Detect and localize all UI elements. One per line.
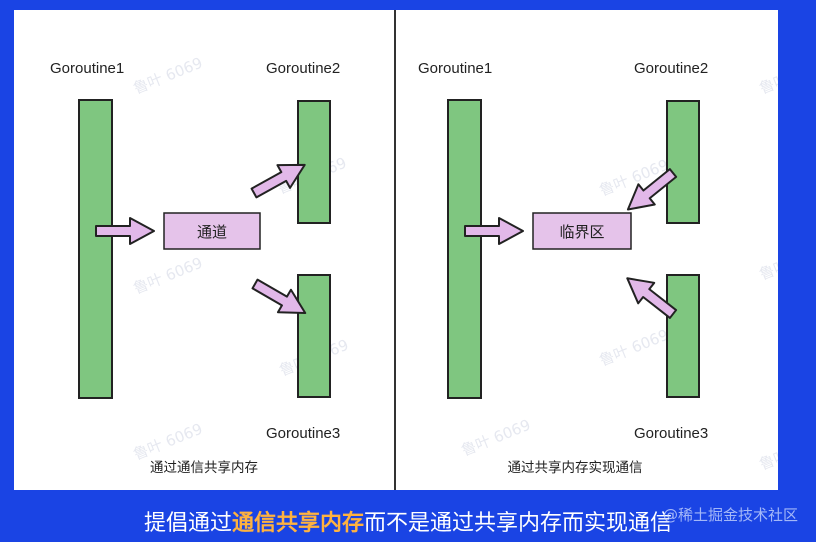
arrow-to-channel-icon <box>95 217 155 245</box>
arrow-from-goroutine2-icon <box>626 168 678 211</box>
watermark: 鲁叶 6069 <box>131 254 205 298</box>
right-goroutine3-bar <box>666 274 700 398</box>
left-panel: Goroutine1 Goroutine2 Goroutine3 通道 通过通信… <box>50 60 340 476</box>
watermark: 鲁叶 6069 <box>131 54 205 98</box>
watermark: 鲁叶 6069 <box>597 326 671 370</box>
right-goroutine2-label: Goroutine2 <box>634 60 708 77</box>
watermark: 鲁叶 6069 <box>757 240 778 284</box>
right-goroutine3-label: Goroutine3 <box>634 425 708 442</box>
arrow-to-critical-section-icon <box>464 217 524 245</box>
right-panel: Goroutine1 Goroutine2 Goroutine3 临界区 通过共… <box>418 60 708 476</box>
left-goroutine3-bar <box>297 274 331 398</box>
arrow-from-goroutine3-icon <box>626 277 678 319</box>
watermark: 鲁叶 6069 <box>757 54 778 98</box>
arrow-to-goroutine2-icon <box>250 163 306 199</box>
watermark: 鲁叶 6069 <box>757 430 778 474</box>
channel-box <box>163 212 261 250</box>
critical-section-box <box>532 212 632 250</box>
watermark: 鲁叶 6069 <box>459 416 533 460</box>
right-goroutine1-label: Goroutine1 <box>418 60 492 77</box>
arrow-to-goroutine3-icon <box>251 278 307 314</box>
right-goroutine2-bar <box>666 100 700 224</box>
slide-caption: 提倡通过通信共享内存而不是通过共享内存而实现通信 <box>0 505 816 537</box>
diagram-svg: 鲁叶 6069 鲁叶 6069 鲁叶 6069 鲁叶 6069 鲁叶 6069 … <box>50 10 778 490</box>
channel-label: 通道 <box>197 223 227 241</box>
critical-section-label: 临界区 <box>559 223 604 241</box>
left-goroutine1-bar <box>78 99 113 399</box>
right-panel-caption: 通过共享内存实现通信 <box>508 459 643 476</box>
left-panel-caption: 通过通信共享内存 <box>150 459 258 476</box>
diagram-canvas: 鲁叶 6069 鲁叶 6069 鲁叶 6069 鲁叶 6069 鲁叶 6069 … <box>14 10 778 490</box>
site-watermark: @稀土掘金技术社区 <box>662 506 798 524</box>
caption-highlight: 通信共享内存 <box>231 511 364 536</box>
caption-suffix: 而不是通过共享内存而实现通信 <box>364 511 673 536</box>
left-goroutine2-bar <box>297 100 331 224</box>
left-goroutine2-label: Goroutine2 <box>266 60 340 77</box>
left-goroutine3-label: Goroutine3 <box>266 425 340 442</box>
right-goroutine1-bar <box>447 99 482 399</box>
watermark: 鲁叶 6069 <box>131 420 205 464</box>
caption-prefix: 提倡通过 <box>143 511 232 536</box>
left-goroutine1-label: Goroutine1 <box>50 60 124 77</box>
